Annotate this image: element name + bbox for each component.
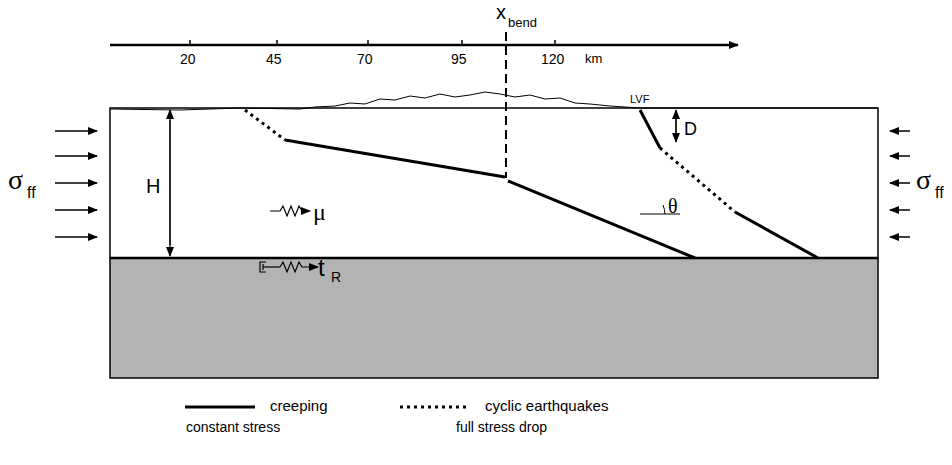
- bend-line: [505, 32, 507, 178]
- creeping-segment: [640, 110, 660, 148]
- legend-dotted-line: [400, 406, 470, 409]
- relaxation-label: t: [318, 256, 325, 280]
- tick-label: 95: [451, 52, 467, 66]
- spring-symbol: [270, 206, 310, 216]
- tick-label: 70: [357, 52, 373, 66]
- axis-label: x: [496, 2, 506, 22]
- angle-arc: [663, 205, 665, 214]
- relaxation-subscript: R: [331, 270, 341, 284]
- dimension-label: H: [146, 176, 160, 196]
- legend-label: creeping: [270, 398, 328, 413]
- stress-arrows: [55, 131, 910, 237]
- distance-axis: [110, 44, 738, 47]
- creeping-segment: [735, 212, 818, 258]
- stress-label: σ: [916, 166, 931, 194]
- lower-layer: [110, 258, 878, 378]
- dimension-label: D: [684, 120, 697, 138]
- stress-subscript: ff: [935, 185, 944, 201]
- stress-label: σ: [8, 166, 23, 194]
- unit-label: km: [585, 52, 602, 65]
- tick-label: 20: [180, 52, 196, 66]
- legend-solid-line: [185, 406, 255, 409]
- tick-label: 120: [541, 52, 564, 66]
- creeping-segment: [285, 140, 505, 177]
- seismic-segment: [245, 110, 285, 140]
- tick-label: 45: [266, 52, 282, 66]
- elastic-layer: [110, 108, 878, 258]
- fault-name: LVF: [630, 94, 649, 105]
- creeping-segment: [508, 181, 695, 258]
- maxwell-symbol: [260, 262, 318, 272]
- angle-label: θ: [668, 196, 678, 216]
- legend-note: full stress drop: [456, 420, 547, 434]
- legend-note: constant stress: [186, 420, 280, 434]
- axis-label-subscript: bend: [508, 16, 537, 29]
- modulus-label: μ: [313, 200, 326, 224]
- topography: [110, 92, 878, 110]
- stress-subscript: ff: [27, 185, 36, 201]
- legend-label: cyclic earthquakes: [485, 398, 608, 413]
